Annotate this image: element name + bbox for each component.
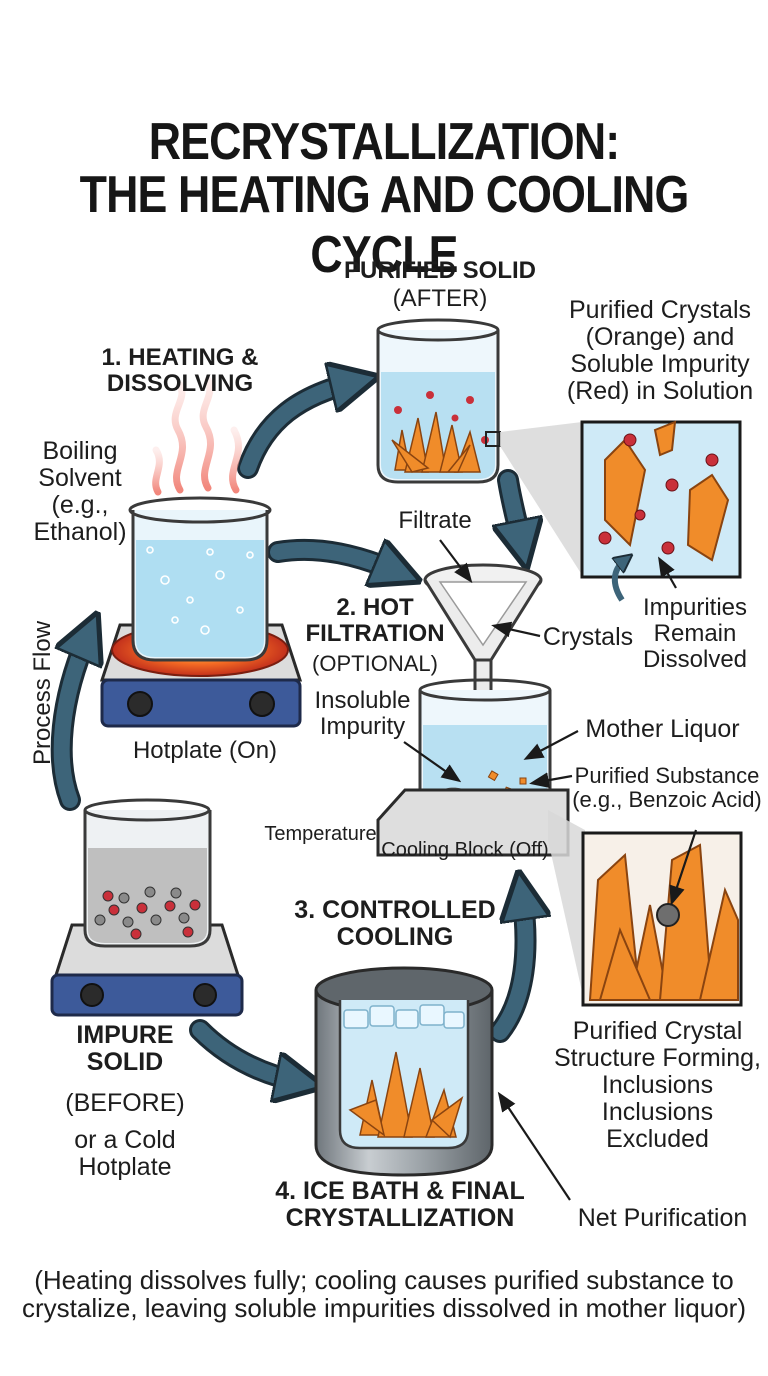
- crystal-structure-label: Purified Crystal Structure Forming, Incl…: [553, 1017, 761, 1153]
- impurities-remain-label: Impurities Remain Dissolved: [642, 594, 748, 673]
- insoluble-impurity-label: Insoluble Impurity: [314, 687, 411, 740]
- step-heating-label: 1. HEATING & DISSOLVING: [101, 344, 259, 397]
- crystals-label: Crystals: [542, 623, 634, 651]
- pointer-lines: [403, 539, 698, 1201]
- filtrate-label: Filtrate: [398, 507, 472, 534]
- cooling-block-label: Cooling Block (Off): [381, 839, 549, 861]
- title-line-1: RECRYSTALLIZATION:: [148, 113, 620, 171]
- purified-substance-label: Purified Substance (e.g., Benzoic Acid): [572, 763, 762, 812]
- zoom-callout: [580, 420, 742, 602]
- beaker-icon: [83, 798, 212, 948]
- step-filtration-label: 2. HOT FILTRATION: [305, 594, 445, 647]
- caption: (Heating dissolves fully; cooling causes…: [22, 1265, 746, 1324]
- zoom-callout: [581, 831, 743, 1007]
- filtration-note-label: (OPTIONAL): [312, 651, 438, 676]
- step-ice-bath-label: 4. ICE BATH & FINAL CRYSTALLIZATION: [275, 1177, 525, 1232]
- crystal-icon: [348, 1051, 464, 1139]
- step-cooling-label: 3. CONTROLLED COOLING: [294, 896, 496, 951]
- after-label: (AFTER): [392, 285, 488, 312]
- impure-solid-label: IMPURE SOLID: [76, 1021, 174, 1076]
- steam-icon: [152, 376, 243, 496]
- boiling-solvent-label: Boiling Solvent (e.g., Ethanol): [33, 437, 127, 546]
- mother-liquor-label: Mother Liquor: [585, 715, 740, 743]
- title-line-2: THE HEATING AND COOLING CYCLE: [79, 166, 690, 284]
- beaker-icon: [128, 496, 272, 662]
- process-flow-label: Process Flow: [29, 620, 57, 765]
- hotplate-on-label: Hotplate (On): [132, 737, 278, 764]
- purified-solid-label: PURIFIED SOLID: [343, 257, 536, 284]
- temperature-label: Temperature: [264, 823, 377, 845]
- crystal-icon: [391, 411, 481, 473]
- before-label: (BEFORE): [65, 1089, 185, 1117]
- ice-bath-icon: [314, 966, 494, 1177]
- beaker-icon: [376, 318, 501, 484]
- cold-hotplate-label: or a Cold Hotplate: [74, 1126, 176, 1181]
- net-purification-label: Net Purification: [577, 1204, 748, 1232]
- purified-crystals-callout-label: Purified Crystals (Orange) and Soluble I…: [566, 296, 754, 405]
